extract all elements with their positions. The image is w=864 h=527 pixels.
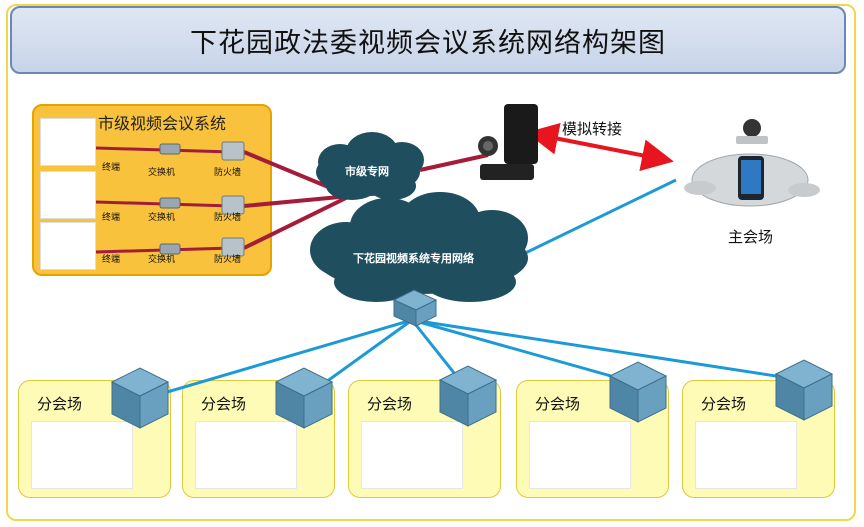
switch-label: 交换机 — [148, 213, 176, 223]
firewall-3-to-city-network-link — [243, 194, 351, 250]
diagram-title: 下花园政法委视频会议系统网络构架图 — [190, 27, 666, 59]
video-codec-terminal-icon — [478, 104, 538, 180]
branch-switch-icons — [110, 359, 834, 429]
branch-conference-phone-image — [695, 421, 797, 489]
branch-5-switch-icon — [774, 359, 834, 421]
branch-conference-phone-image — [361, 421, 463, 489]
city-network-cloud — [316, 132, 424, 200]
firewall-2-to-city-network-link — [243, 194, 351, 208]
city-switch-icons — [159, 143, 181, 255]
branch-venue-label: 分会场 — [535, 395, 581, 413]
main-venue-conference-phone-icon — [684, 119, 820, 207]
analog-relay-label: 模拟转接 — [562, 120, 623, 138]
firewall-label: 防火墙 — [214, 213, 242, 223]
private-network-to-main-venue-link — [514, 178, 677, 260]
branch-conference-phone-image — [31, 421, 133, 489]
terminal-label: 终端 — [102, 213, 121, 223]
private-network-label: 下花园视频系统专用网络 — [353, 252, 474, 265]
main-venue-label: 主会场 — [728, 228, 774, 246]
terminal-3-image — [40, 222, 96, 270]
branch-4-switch-icon — [608, 361, 668, 423]
city-network-label: 市级专网 — [345, 165, 389, 178]
branch-1-switch-icon — [110, 367, 170, 429]
diagram-border — [6, 4, 856, 521]
terminal-1-image — [40, 118, 96, 166]
core-to-branch-4-link — [411, 318, 637, 385]
core-to-branch-5-link — [411, 318, 803, 382]
core-to-branch-1-link — [139, 318, 413, 402]
branch-conference-phone-image — [529, 421, 631, 489]
terminal-2-image — [40, 171, 96, 219]
branch-venue-label: 分会场 — [201, 395, 247, 413]
analog-relay-arrow — [526, 122, 674, 172]
branch-venue-label: 分会场 — [367, 395, 413, 413]
branch-2-switch-icon — [274, 367, 334, 429]
branch-venue-label: 分会场 — [701, 395, 747, 413]
firewall-label: 防火墙 — [214, 168, 242, 178]
switch-label: 交换机 — [148, 168, 176, 178]
branch-venue-1: 分会场 — [18, 380, 171, 498]
private-network-cloud — [310, 192, 528, 302]
city-firewall-icons — [221, 141, 245, 257]
terminal-label: 终端 — [102, 163, 121, 173]
city-network-to-terminal-link — [419, 153, 489, 172]
branch-conference-phone-image — [195, 421, 297, 489]
city-system-title: 市级视频会议系统 — [98, 114, 227, 133]
branch-venue-label: 分会场 — [37, 395, 83, 413]
branch-3-switch-icon — [438, 365, 498, 427]
title-banner: 下花园政法委视频会议系统网络构架图 — [10, 6, 846, 74]
core-switch-icon — [392, 289, 438, 327]
terminal-label: 终端 — [102, 255, 121, 265]
firewall-label: 防火墙 — [214, 255, 242, 265]
switch-label: 交换机 — [148, 255, 176, 265]
